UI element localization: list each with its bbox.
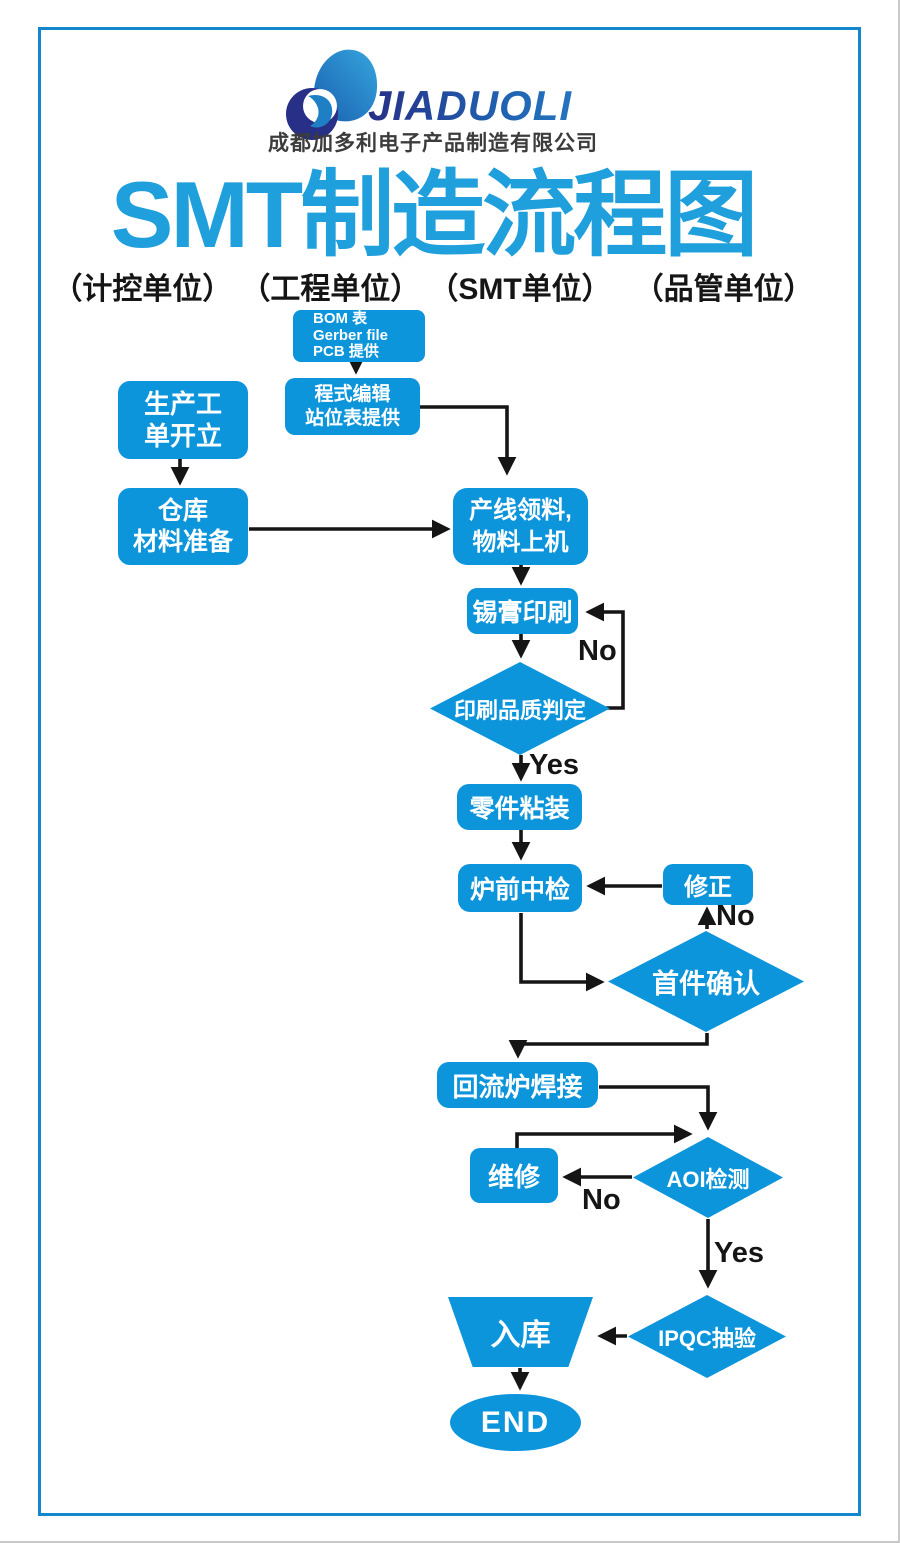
node-work-order: 生产工 单开立 xyxy=(118,381,248,459)
node-ipqc-label: IPQC抽验 xyxy=(658,1325,756,1351)
node-work-order-line2: 单开立 xyxy=(143,421,222,451)
node-program-line1: 程式编辑 xyxy=(314,383,391,405)
edge-label-first-article-no: No xyxy=(716,900,755,932)
node-reflow-label: 回流炉焊接 xyxy=(452,1071,583,1102)
node-aoi-label: AOI检测 xyxy=(666,1166,750,1192)
node-ipqc-decision: IPQC抽验 xyxy=(628,1295,786,1378)
node-end-label: END xyxy=(480,1405,551,1439)
node-storage: 入库 xyxy=(448,1297,593,1367)
jiaduoli-logo-icon xyxy=(286,49,378,140)
node-first-article-label: 首件确认 xyxy=(652,969,760,999)
node-pre-oven-check: 炉前中检 xyxy=(458,864,582,912)
node-bom-line1: BOM 表 xyxy=(313,310,368,328)
node-bom-input: BOM 表 Gerber file PCB 提供 xyxy=(293,310,425,362)
company-name: 成都加多利电子产品制造有限公司 xyxy=(268,132,598,155)
node-pre-oven-label: 炉前中检 xyxy=(469,876,570,904)
node-aoi-decision: AOI检测 xyxy=(633,1137,783,1218)
edge-label-aoi-yes: Yes xyxy=(714,1237,764,1269)
unit-planning: （计控单位） xyxy=(52,273,233,306)
node-repair-label: 维修 xyxy=(487,1162,540,1192)
node-repair: 维修 xyxy=(470,1148,558,1203)
node-bom-line3: PCB 提供 xyxy=(313,343,379,361)
node-first-article-decision: 首件确认 xyxy=(608,931,804,1032)
node-print-quality-label: 印刷品质判定 xyxy=(453,697,586,723)
unit-engineering: （工程单位） xyxy=(240,273,421,306)
node-storage-label: 入库 xyxy=(490,1319,551,1352)
node-program-line2: 站位表提供 xyxy=(304,407,400,429)
node-line-material-line1: 产线领料, xyxy=(469,496,572,524)
node-correction-label: 修正 xyxy=(684,874,732,901)
unit-smt: （SMT单位） xyxy=(428,273,612,306)
edge-label-print-yes: Yes xyxy=(529,749,579,781)
node-reflow: 回流炉焊接 xyxy=(437,1062,598,1108)
node-bom-line2: Gerber file xyxy=(313,326,389,344)
node-placement: 零件粘装 xyxy=(457,784,582,830)
node-print-quality-decision: 印刷品质判定 xyxy=(430,662,610,755)
node-warehouse-line2: 材料准备 xyxy=(132,527,233,556)
node-end: END xyxy=(450,1394,581,1451)
page-title: SMT制造流程图 xyxy=(110,162,758,267)
edge-label-aoi-no: No xyxy=(582,1184,621,1216)
node-work-order-line1: 生产工 xyxy=(143,389,222,419)
node-solder-print: 锡膏印刷 xyxy=(467,588,578,634)
node-line-material: 产线领料, 物料上机 xyxy=(453,488,588,565)
node-program-edit: 程式编辑 站位表提供 xyxy=(285,378,420,435)
node-placement-label: 零件粘装 xyxy=(469,795,570,823)
node-correction: 修正 xyxy=(663,864,753,905)
unit-legend-row: （计控单位） （工程单位） （SMT单位） （品管单位） xyxy=(38,264,828,308)
unit-quality: （品管单位） xyxy=(633,273,814,306)
edge-label-print-no: No xyxy=(578,635,617,667)
node-warehouse-prep: 仓库 材料准备 xyxy=(118,488,248,565)
node-warehouse-line1: 仓库 xyxy=(157,496,208,525)
logo-wordmark: JIADUOLI xyxy=(368,85,618,130)
node-line-material-line2: 物料上机 xyxy=(472,528,569,556)
node-solder-print-label: 锡膏印刷 xyxy=(472,599,573,627)
